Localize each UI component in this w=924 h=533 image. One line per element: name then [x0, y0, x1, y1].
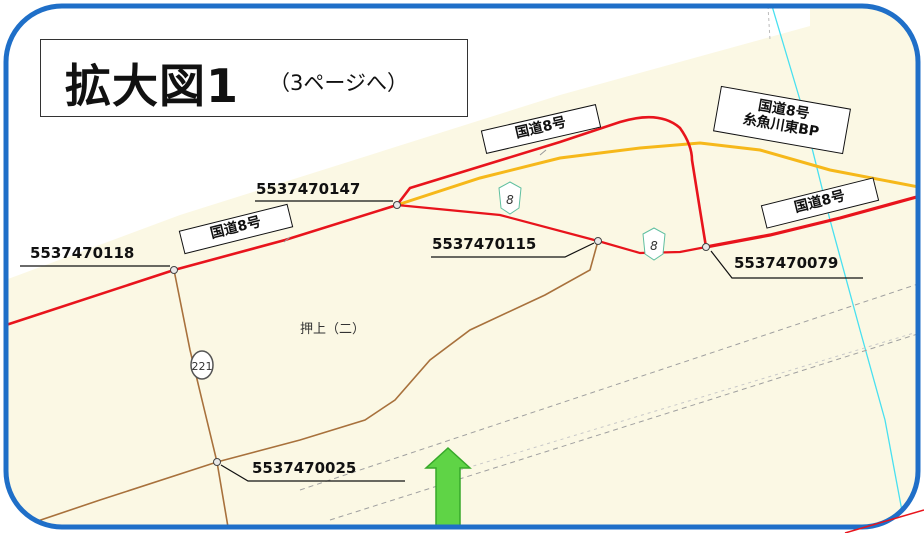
- page-title: 拡大図1: [65, 59, 240, 113]
- local-road-221: [173, 269, 229, 527]
- frame-border: [3, 3, 921, 530]
- direction-arrow-icon: [424, 446, 472, 527]
- node-point: [702, 243, 710, 251]
- route-shield-number: 8: [506, 193, 514, 207]
- route-shield-icon: 8: [498, 181, 522, 215]
- page-subtitle: （3ページへ）: [269, 71, 408, 95]
- route-8-loop: [395, 115, 708, 248]
- node-point: [594, 237, 602, 245]
- local-road-branch: [19, 240, 599, 527]
- route-shield-number: 8: [650, 239, 658, 253]
- title-box: 拡大図1 （3ページへ）: [40, 39, 468, 117]
- route-shield-icon: 221: [190, 350, 214, 380]
- node-label: 5537470025: [252, 459, 357, 477]
- node-label: 5537470118: [30, 244, 135, 262]
- route-8-main: [6, 203, 398, 327]
- node-label: 5537470079: [734, 254, 839, 272]
- node-point: [170, 266, 178, 274]
- area-label: 押上（二）: [300, 322, 366, 337]
- node-leader-lines: [20, 200, 863, 482]
- river-line: [771, 6, 906, 527]
- node-point: [213, 458, 221, 466]
- route-8-east: [705, 193, 918, 249]
- route-8-lower: [396, 203, 707, 255]
- route-shield-icon: 8: [642, 227, 666, 261]
- node-label: 5537470147: [256, 180, 361, 198]
- bypass-road: [396, 141, 918, 207]
- rail-line-2: [329, 331, 918, 521]
- route-shield-number: 221: [192, 360, 213, 373]
- rail-line-1: [299, 281, 918, 491]
- node-label: 5537470115: [432, 235, 537, 253]
- node-point: [393, 201, 401, 209]
